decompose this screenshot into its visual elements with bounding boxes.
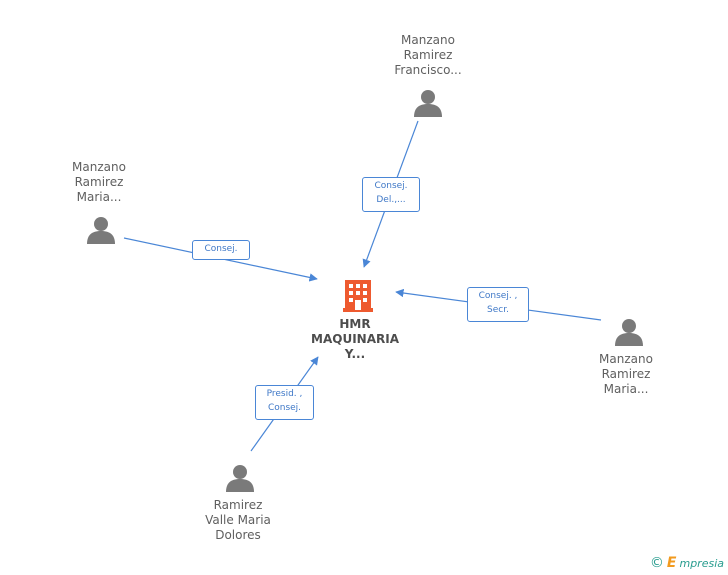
person-name-p1[interactable]: Manzano Ramirez Francisco... (394, 33, 462, 77)
brand-logo-initial: E (666, 555, 677, 571)
relation-label-p4: Presid. , Consej. (255, 385, 314, 420)
building-icon[interactable] (343, 280, 373, 312)
brand-logo-text: mpresia (679, 556, 724, 570)
company-name[interactable]: HMR MAQUINARIA Y... (311, 317, 399, 361)
person-icon[interactable] (87, 217, 115, 244)
person-name-p4[interactable]: Ramirez Valle Maria Dolores (205, 498, 271, 542)
copyright-icon: © (649, 555, 664, 571)
relation-label-p1: Consej. Del.,... (362, 177, 420, 212)
person-icon[interactable] (615, 319, 643, 346)
relation-label-p3: Consej. , Secr. (467, 287, 529, 322)
relation-label-p2: Consej. (192, 240, 250, 260)
person-name-p2[interactable]: Manzano Ramirez Maria... (72, 160, 126, 204)
person-icon[interactable] (414, 90, 442, 117)
person-name-p3[interactable]: Manzano Ramirez Maria... (599, 352, 653, 396)
person-icon[interactable] (226, 465, 254, 492)
